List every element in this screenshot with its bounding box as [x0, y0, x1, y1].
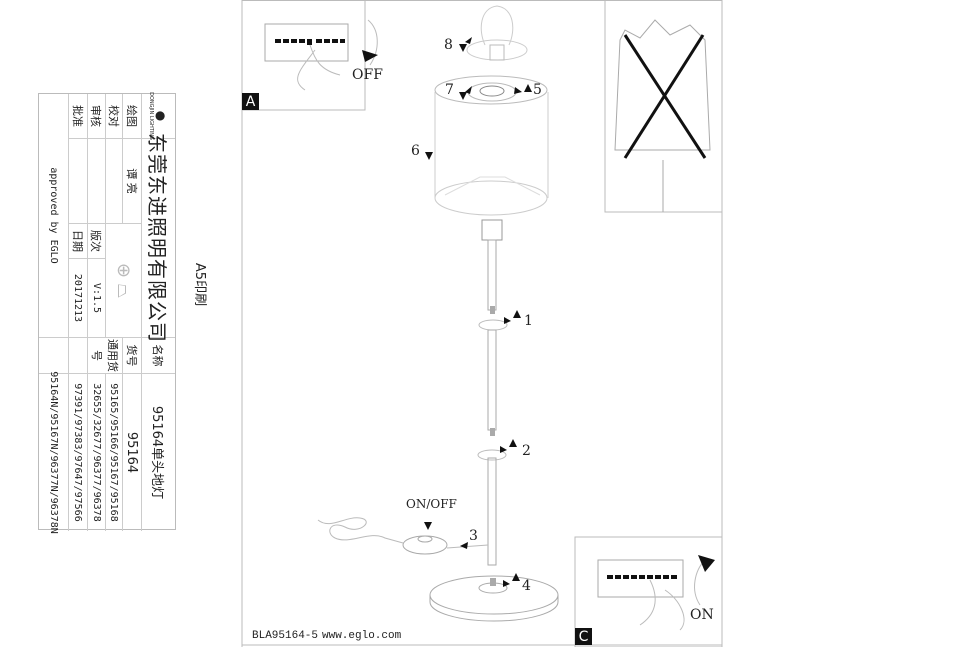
step-4: 4: [522, 578, 531, 594]
panel-c-breaker: [574, 536, 723, 647]
step-6: 6: [411, 143, 420, 159]
step-7: 7: [445, 82, 454, 98]
foot-switch-cable: [317, 517, 489, 555]
panel-a-tag: A: [242, 93, 259, 110]
switch-label: ON/OFF: [406, 497, 457, 511]
step-2: 2: [522, 443, 531, 459]
on-label: ON: [690, 607, 714, 623]
panel-a-breaker: [241, 0, 378, 111]
light-bulb: [466, 5, 528, 61]
lamp-stem: [477, 219, 508, 566]
step-1: 1: [524, 313, 533, 329]
panel-no-shade-warning: [604, 0, 723, 213]
panel-c-tag: C: [575, 628, 592, 645]
doc-code: BLA95164-5: [252, 630, 319, 642]
step-8: 8: [444, 37, 453, 53]
step-5: 5: [533, 82, 542, 98]
lamp-base: [429, 575, 559, 622]
website: www.eglo.com: [322, 630, 402, 642]
step-3: 3: [469, 528, 478, 544]
off-label: OFF: [352, 67, 383, 83]
assembly-arrows: [424, 37, 532, 587]
